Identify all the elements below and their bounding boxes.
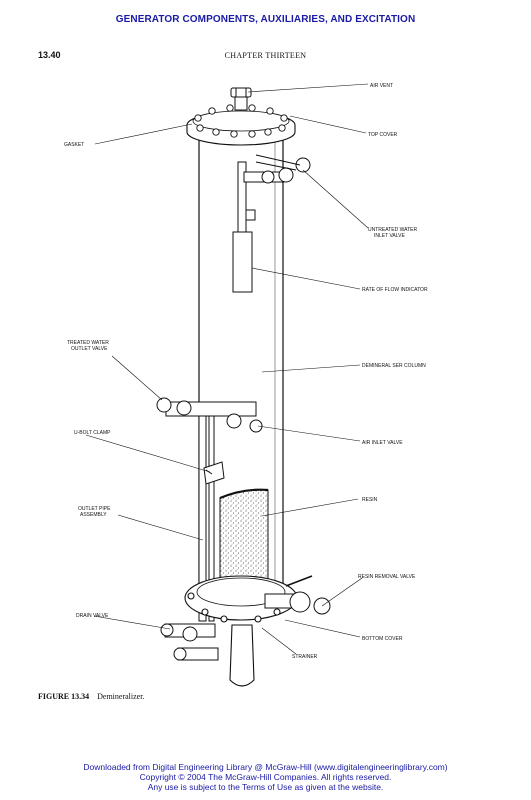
treated-water-outlet-valve — [156, 397, 263, 433]
label-resin: RESIN — [362, 497, 378, 503]
label-rate-of-flow-indicator: RATE OF FLOW INDICATOR — [362, 287, 428, 293]
figure-caption-text: Demineralizer. — [97, 692, 145, 701]
leader-lines — [85, 83, 369, 655]
label-resin-removal-valve: RESIN REMOVAL VALVE — [358, 574, 416, 580]
outlet-pipe-assembly — [198, 415, 215, 622]
label-treated-water-2: OUTLET VALVE — [71, 346, 108, 352]
label-demineraliser-column: DEMINERAL SER COLUMN — [362, 363, 426, 369]
top-cover — [186, 104, 296, 146]
label-top-cover: TOP COVER — [368, 132, 398, 138]
untreated-water-inlet-valve — [243, 154, 311, 184]
label-air-vent: AIR VENT — [370, 83, 393, 89]
download-footer: Downloaded from Digital Engineering Libr… — [0, 762, 531, 792]
figure-label: FIGURE 13.34 — [38, 692, 90, 701]
drain-valve — [160, 623, 219, 661]
figure-caption: FIGURE 13.34 Demineralizer. — [38, 692, 144, 701]
running-head: GENERATOR COMPONENTS, AUXILIARIES, AND E… — [115, 14, 416, 25]
callout-labels: AIR VENT TOP COVER GASKET UNTREATED WATE… — [64, 83, 428, 660]
footer-line-download: Downloaded from Digital Engineering Libr… — [83, 762, 448, 772]
resin-cutaway — [219, 488, 269, 591]
air-vent — [230, 87, 252, 111]
label-drain-valve: DRAIN VALVE — [76, 613, 109, 619]
label-treated-water-1: TREATED WATER — [67, 340, 109, 346]
chapter-title: CHAPTER THIRTEEN — [224, 51, 307, 60]
label-u-bolt-clamp: U-BOLT CLAMP — [74, 430, 111, 436]
label-strainer: STRAINER — [292, 654, 318, 660]
label-bottom-cover: BOTTOM COVER — [362, 636, 403, 642]
footer-line-copyright: Copyright © 2004 The McGraw-Hill Compani… — [139, 772, 392, 782]
label-gasket: GASKET — [64, 142, 84, 148]
rate-of-flow-indicator — [232, 161, 256, 293]
page-number: 13.40 — [38, 50, 61, 60]
u-bolt-clamp — [203, 461, 225, 485]
resin-removal-valve — [264, 575, 331, 615]
bottom-cover — [184, 575, 298, 687]
label-untreated-water-2: INLET VALVE — [374, 233, 406, 239]
label-outlet-pipe-1: OUTLET PIPE — [78, 506, 111, 512]
label-untreated-water-1: UNTREATED WATER — [368, 227, 417, 233]
footer-line-terms: Any use is subject to the Terms of Use a… — [147, 782, 384, 792]
label-outlet-pipe-2: ASSEMBLY — [80, 512, 107, 518]
label-air-inlet-valve: AIR INLET VALVE — [362, 440, 403, 446]
